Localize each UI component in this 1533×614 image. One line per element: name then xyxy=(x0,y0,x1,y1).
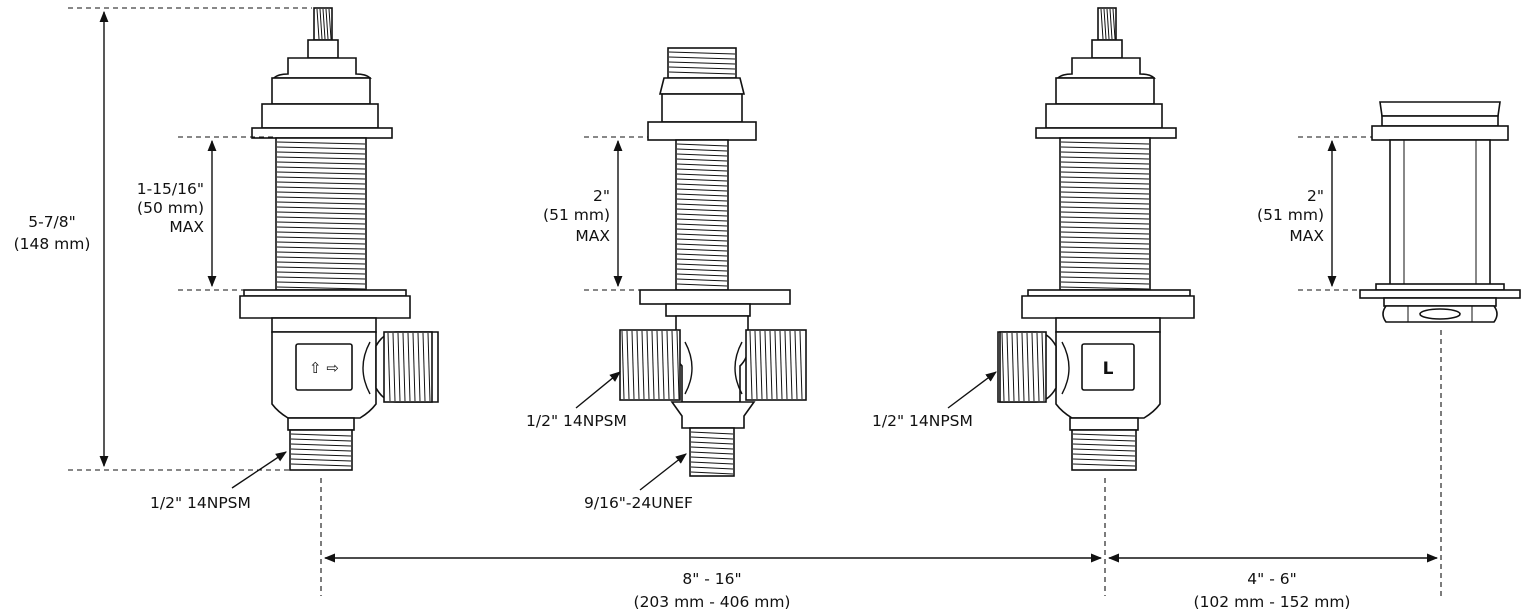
dimension-lines xyxy=(68,7,1442,596)
left-valve-outlet-callout: 1/2" 14NPSM xyxy=(150,494,251,512)
center-tee-depth-value: 2" xyxy=(593,187,610,205)
valve-spread-metric: (203 mm - 406 mm) xyxy=(634,593,791,611)
spout-depth-metric: (51 mm) xyxy=(1257,206,1324,224)
tee-side-inlet-callout: 1/2" 14NPSM xyxy=(526,412,627,430)
spout-spread-value: 4" - 6" xyxy=(1247,570,1296,588)
overall-height-metric: (148 mm) xyxy=(14,235,91,253)
center-tee-body xyxy=(670,401,756,429)
valve-spread-value: 8" - 16" xyxy=(682,570,741,588)
center-tee-depth-note: MAX xyxy=(575,227,610,245)
right-valve-inlet-callout: 1/2" 14NPSM xyxy=(872,412,973,430)
left-valve-depth-note: MAX xyxy=(169,218,204,236)
overall-height-value: 5-7/8" xyxy=(28,213,76,231)
dimension-labels: 5-7/8" (148 mm) 1-15/16" (50 mm) MAX 2" … xyxy=(14,180,1351,611)
right-valve-badge xyxy=(1081,343,1135,391)
right-valve xyxy=(997,7,1195,471)
left-valve-depth-metric: (50 mm) xyxy=(137,199,204,217)
center-tee-depth-metric: (51 mm) xyxy=(543,206,610,224)
spout-spread-metric: (102 mm - 152 mm) xyxy=(1194,593,1351,611)
center-tee xyxy=(619,47,807,477)
left-valve-badge-symbol: ⇧ ⇨ xyxy=(309,359,339,377)
left-valve xyxy=(239,7,439,471)
right-valve-badge-letter: L xyxy=(1103,359,1114,379)
spout-shank xyxy=(1359,101,1521,323)
left-valve-depth-value: 1-15/16" xyxy=(137,180,204,198)
left-valve-badge xyxy=(295,343,353,391)
tee-bottom-outlet-callout: 9/16"-24UNEF xyxy=(584,494,693,512)
spout-depth-note: MAX xyxy=(1289,227,1324,245)
spout-depth-value: 2" xyxy=(1307,187,1324,205)
